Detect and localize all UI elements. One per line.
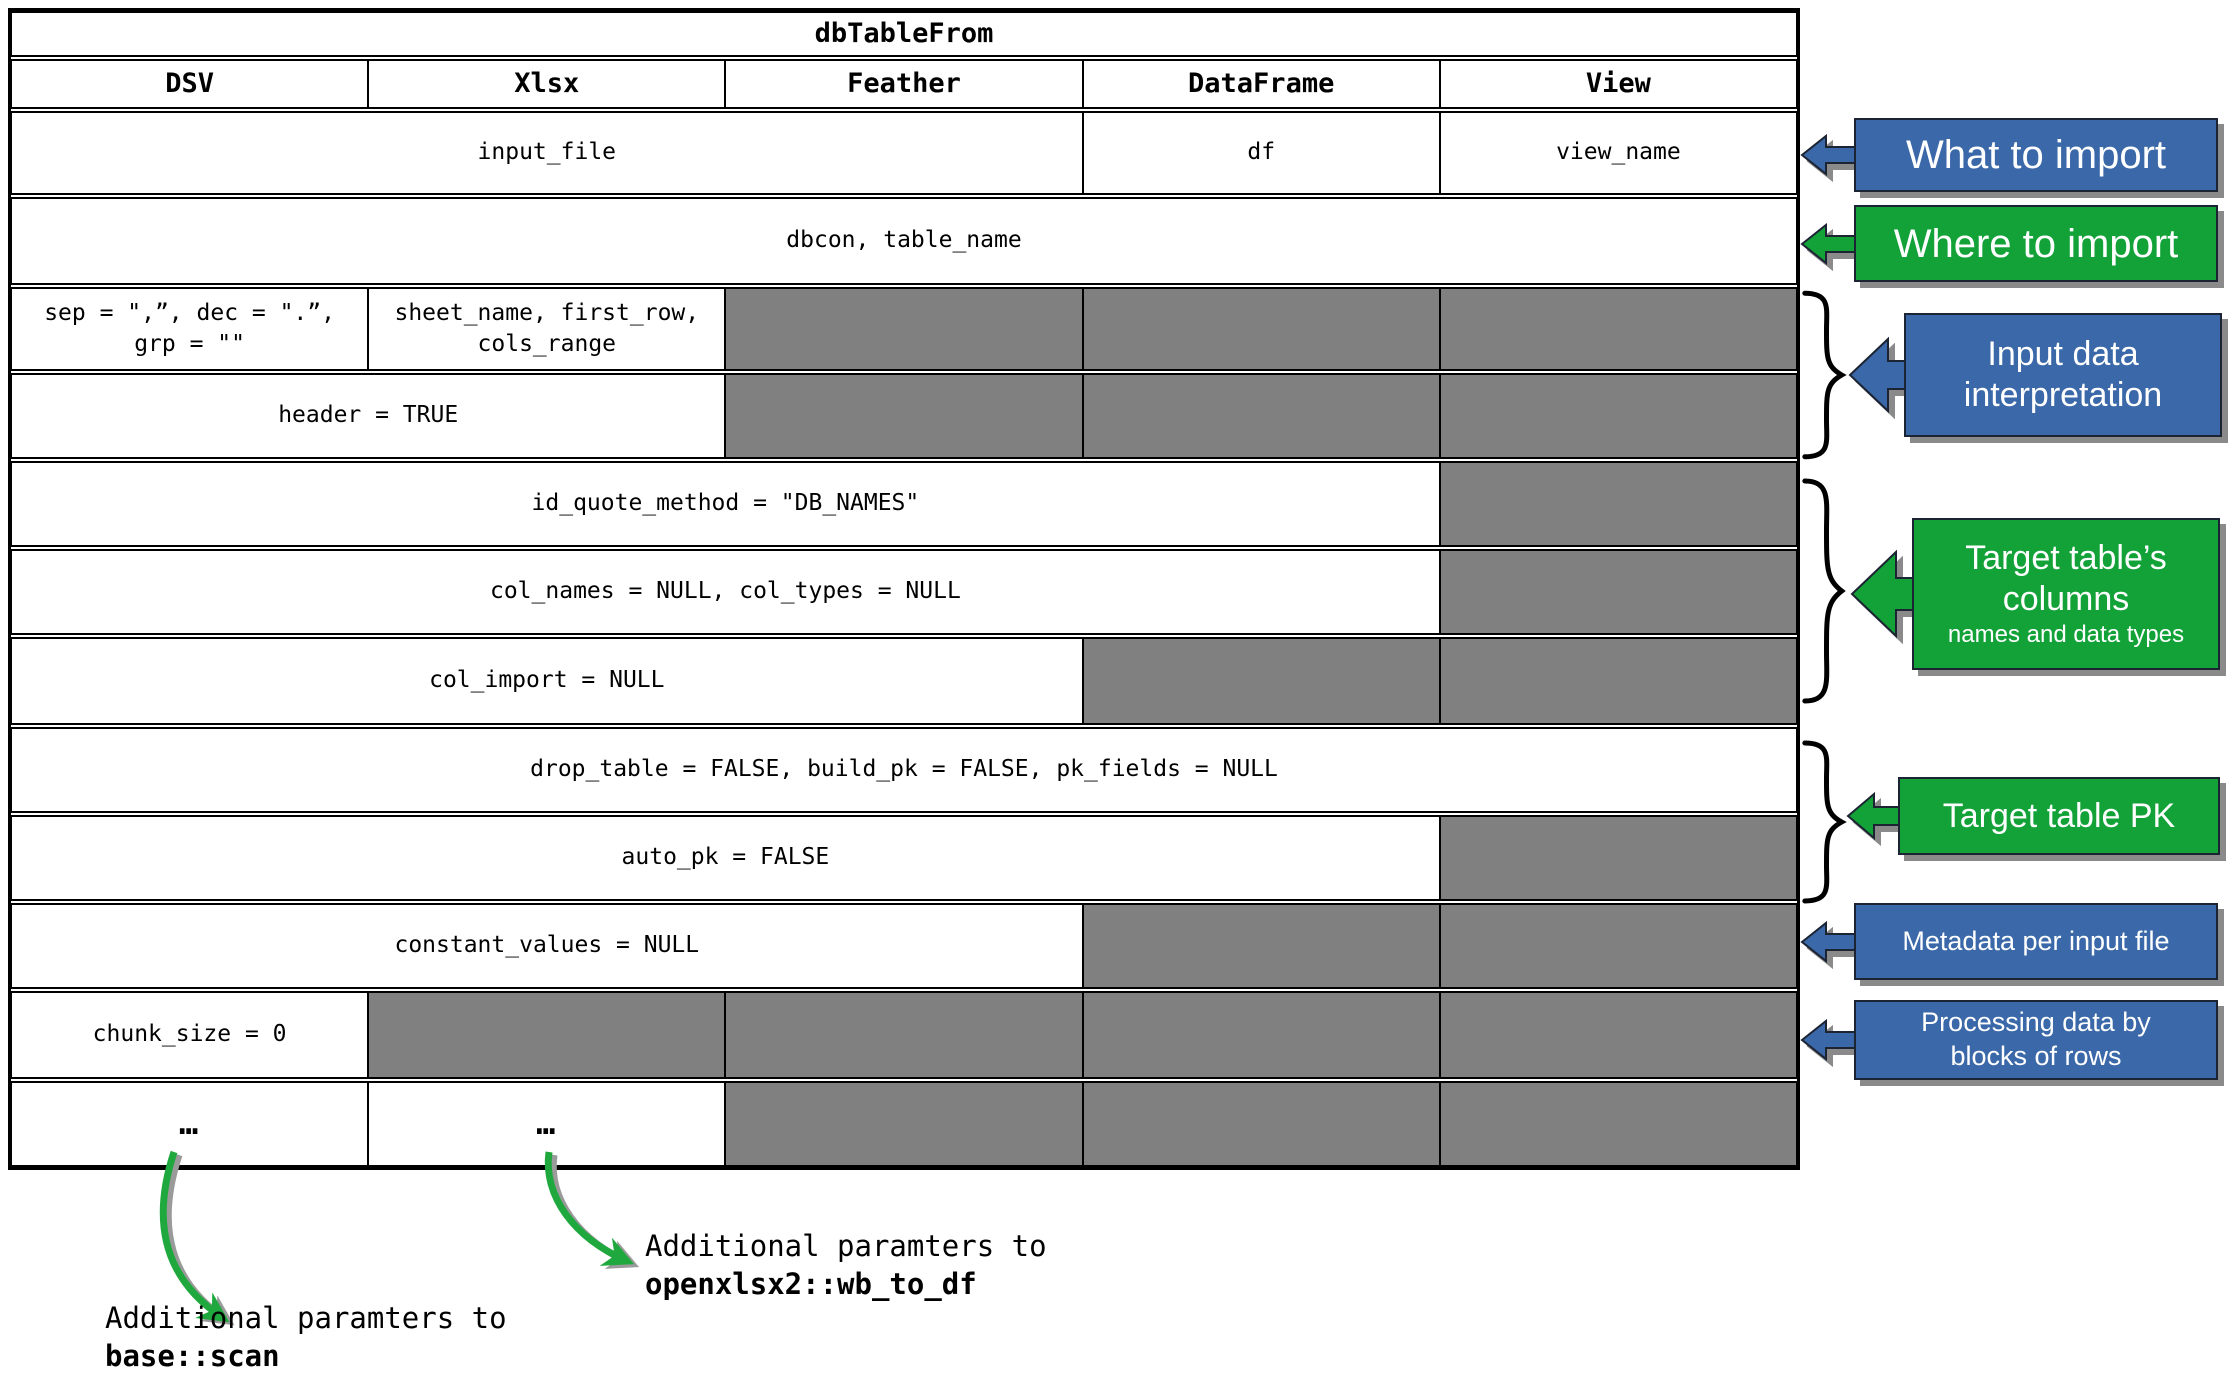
curly-brace xyxy=(1794,288,1846,462)
cell-gray xyxy=(1082,287,1440,371)
cell-gray xyxy=(1082,373,1440,459)
cell-gray xyxy=(1439,549,1797,635)
column-header-xlsx: Xlsx xyxy=(368,59,726,109)
column-header-dataframe: DataFrame xyxy=(1082,59,1440,109)
cell-gray xyxy=(1082,1081,1440,1167)
cell-gray xyxy=(725,1081,1083,1167)
left-arrow-icon xyxy=(1850,549,1914,639)
cell-gray xyxy=(1439,991,1797,1079)
cell-gray xyxy=(1439,1081,1797,1167)
footnote-text: Additional paramters to xyxy=(105,1301,507,1335)
cell-gray xyxy=(368,991,726,1079)
left-arrow-icon xyxy=(1846,791,1900,841)
left-arrow-icon xyxy=(1800,222,1856,265)
cell-ellipsis-xlsx: … xyxy=(368,1081,726,1167)
cell-gray xyxy=(725,373,1083,459)
cell-gray xyxy=(725,287,1083,371)
footnote-function-name: openxlsx2::wb_to_df xyxy=(645,1266,977,1301)
callout-label: Where to import xyxy=(1893,221,2179,266)
footnote-text: Additional paramters to xyxy=(645,1229,1047,1263)
cell-col-import: col_import = NULL xyxy=(11,637,1083,725)
cell-header-true: header = TRUE xyxy=(11,373,726,459)
column-header-feather: Feather xyxy=(725,59,1083,109)
callout-sublabel: names and data types xyxy=(1947,621,2185,649)
table-title: dbTableFrom xyxy=(11,11,1797,57)
cell-chunk-size: chunk_size = 0 xyxy=(11,991,369,1079)
callout-input-data-interpretation: Input data interpretation xyxy=(1848,313,2222,437)
left-arrow-icon xyxy=(1800,1018,1856,1062)
callout-label: Processing data by blocks of rows xyxy=(1921,1007,2151,1071)
cell-gray xyxy=(1082,637,1440,725)
cell-ellipsis-dsv: … xyxy=(11,1081,369,1167)
cell-col-names-types: col_names = NULL, col_types = NULL xyxy=(11,549,1440,635)
cell-sep-dec-grp: sep = ",”, dec = ".”, grp = "" xyxy=(11,287,369,371)
cell-df: df xyxy=(1082,111,1440,195)
column-header-dsv: DSV xyxy=(11,59,369,109)
cell-view-name: view_name xyxy=(1439,111,1797,195)
callout-target-table-columns: Target table’s columns names and data ty… xyxy=(1850,518,2220,670)
column-header-view: View xyxy=(1439,59,1797,109)
cell-gray xyxy=(1439,637,1797,725)
cell-gray xyxy=(725,991,1083,1079)
cell-gray xyxy=(1082,991,1440,1079)
cell-gray xyxy=(1082,903,1440,989)
callout-label: Input data interpretation xyxy=(1963,335,2163,414)
callout-label: What to import xyxy=(1905,133,2167,177)
callout-target-table-pk: Target table PK xyxy=(1846,777,2220,855)
cell-id-quote-method: id_quote_method = "DB_NAMES" xyxy=(11,461,1440,547)
callout-label: Target table’s columns xyxy=(1965,538,2167,618)
cell-input-file: input_file xyxy=(11,111,1083,195)
callout-label: Metadata per input file xyxy=(1902,925,2170,956)
callout-what-to-import: What to import xyxy=(1800,118,2218,192)
left-arrow-icon xyxy=(1800,920,1856,963)
left-arrow-icon xyxy=(1800,133,1856,177)
cell-gray xyxy=(1439,815,1797,901)
footnote-function-name: base::scan xyxy=(105,1338,280,1373)
footnote-xlsx: Additional paramters to openxlsx2::wb_to… xyxy=(645,1228,1047,1303)
callout-where-to-import: Where to import xyxy=(1800,205,2218,282)
callout-label: Target table PK xyxy=(1942,796,2176,835)
cell-gray xyxy=(1439,373,1797,459)
cell-gray xyxy=(1439,287,1797,371)
cell-sheet-name-first-row: sheet_name, first_row, cols_range xyxy=(368,287,726,371)
callout-processing-blocks: Processing data by blocks of rows xyxy=(1800,1000,2218,1080)
cell-dbcon-table-name: dbcon, table_name xyxy=(11,197,1797,285)
cell-auto-pk: auto_pk = FALSE xyxy=(11,815,1440,901)
curly-brace xyxy=(1794,474,1846,708)
function-parameter-table: dbTableFrom DSV Xlsx Feather DataFrame V… xyxy=(8,8,1800,1170)
footnote-dsv: Additional paramters to base::scan xyxy=(105,1300,507,1375)
cell-gray xyxy=(1439,903,1797,989)
curly-brace xyxy=(1794,738,1846,906)
cell-drop-table-build-pk: drop_table = FALSE, build_pk = FALSE, pk… xyxy=(11,727,1797,813)
cell-constant-values: constant_values = NULL xyxy=(11,903,1083,989)
cell-gray xyxy=(1439,461,1797,547)
callout-metadata-per-input-file: Metadata per input file xyxy=(1800,903,2218,980)
left-arrow-icon xyxy=(1848,336,1906,414)
